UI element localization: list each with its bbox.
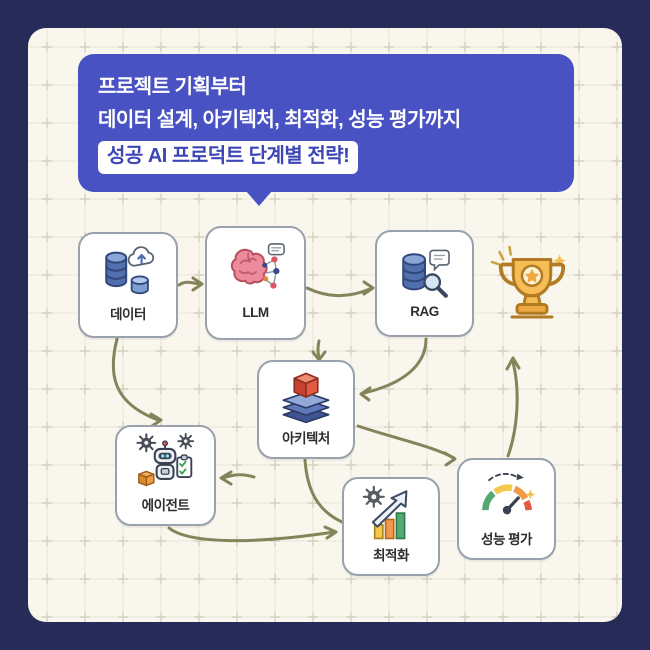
- gauge-icon: [481, 472, 535, 514]
- arrow-data-to-llm: [177, 280, 202, 287]
- headline-highlight: 성공 AI 프로덕트 단계별 전략!: [98, 141, 359, 174]
- node-optimization: 최적화: [342, 477, 440, 576]
- node-evaluation-label: 성능 평가: [481, 531, 532, 547]
- arrow-evaluation-to-goal: [506, 360, 519, 458]
- brain-network-icon: [230, 243, 285, 289]
- database-cloud-icon: [105, 245, 155, 294]
- arrow-llm-to-architecture: [316, 339, 321, 359]
- database-search-icon: [401, 249, 450, 298]
- node-optimization-label: 최적화: [373, 548, 409, 563]
- flow-arrows: [111, 276, 521, 543]
- chart-arrow-gear-icon: [362, 485, 408, 540]
- headline-line1: 프로젝트 기획부터: [98, 76, 247, 98]
- node-llm: LLM: [205, 226, 306, 340]
- arrow-architecture-to-evaluation: [356, 424, 456, 460]
- arrow-rag-to-architecture: [362, 337, 428, 395]
- node-architecture: 아키텍처: [257, 360, 355, 459]
- goal-trophy: [486, 234, 578, 340]
- arrow-agent-to-optimization: [167, 526, 336, 543]
- node-agent-label: 에이전트: [141, 498, 190, 513]
- robot-checklist-icon: [135, 433, 194, 487]
- node-data: 데이터: [78, 232, 178, 338]
- arrow-architecture-to-optimization: [303, 458, 344, 524]
- arrowhead-evaluation-to-goal: [505, 356, 521, 371]
- diagram-canvas: 프로젝트 기획부터 데이터 설계, 아키텍처, 최적화, 성능 평가까지 성공 …: [28, 28, 622, 622]
- headline-line2: 데이터 설계, 아키텍처, 최적화, 성능 평가까지: [98, 109, 461, 131]
- speech-bubble-tail: [246, 191, 272, 206]
- arrowhead-rag-to-architecture: [359, 386, 372, 402]
- arrowhead-architecture-to-agent: [219, 470, 233, 486]
- headline-banner: 프로젝트 기획부터 데이터 설계, 아키텍처, 최적화, 성능 평가까지 성공 …: [78, 54, 574, 206]
- arrowhead-llm-to-rag: [362, 280, 375, 296]
- arrowhead-architecture-to-evaluation: [443, 451, 457, 467]
- arrowhead-data-to-agent: [149, 412, 163, 428]
- arrowhead-data-to-llm: [191, 276, 204, 292]
- node-architecture-label: 아키텍처: [282, 431, 330, 446]
- arrow-architecture-to-agent: [221, 473, 256, 480]
- trophy-icon: [490, 245, 566, 319]
- cube-layers-icon: [282, 372, 330, 424]
- arrowhead-agent-to-optimization: [323, 525, 338, 540]
- node-llm-label: LLM: [242, 305, 269, 320]
- arrow-data-to-agent: [111, 337, 160, 422]
- node-agent: 에이전트: [115, 425, 216, 526]
- node-rag-label: RAG: [410, 303, 439, 319]
- arrow-llm-to-rag: [305, 286, 372, 298]
- node-data-label: 데이터: [110, 306, 146, 322]
- node-rag: RAG: [375, 230, 474, 337]
- node-evaluation: 성능 평가: [457, 458, 556, 560]
